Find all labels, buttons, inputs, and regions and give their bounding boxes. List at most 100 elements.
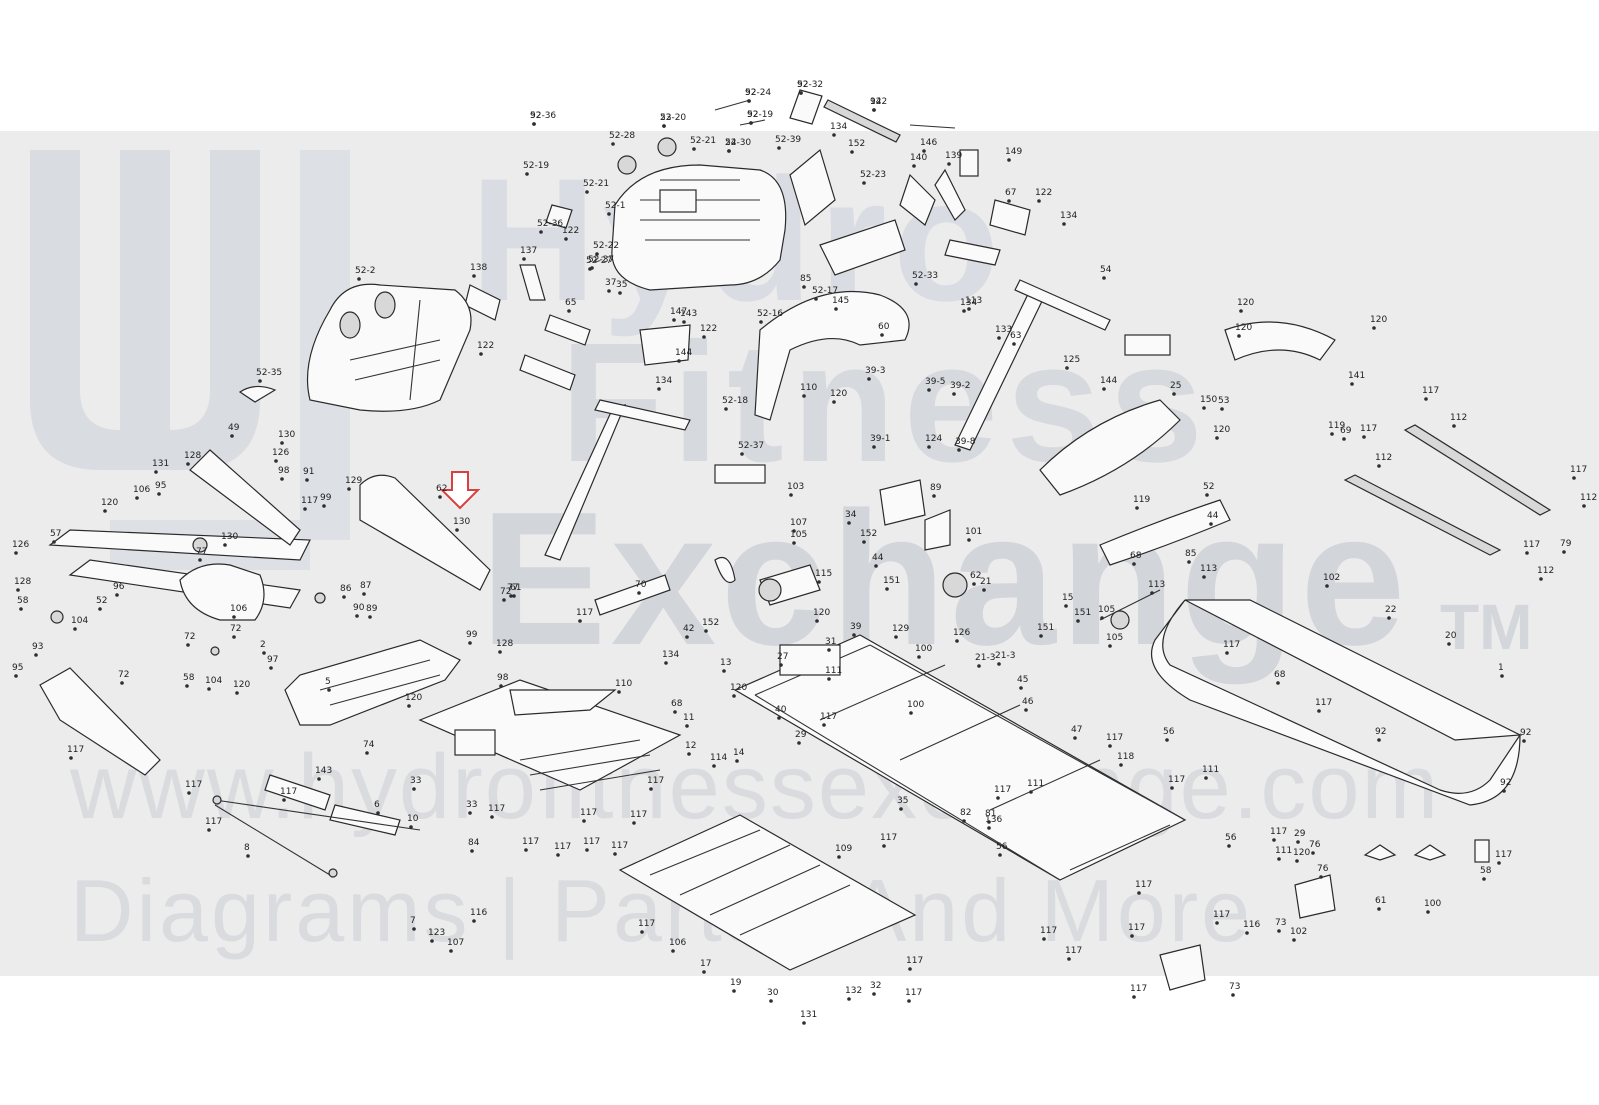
part-label: 32 [870,981,881,991]
part-leader-dot [834,307,838,311]
part-leader-dot [1132,562,1136,566]
part-leader-dot [347,487,351,491]
part-leader-dot [799,91,803,95]
part-leader-dot [1227,844,1231,848]
part-leader-dot [822,723,826,727]
part-label: 1 [1498,663,1504,673]
part-leader-dot [1076,619,1080,623]
part-label: 52-23 [860,170,886,180]
part-label: 49 [228,423,240,433]
part-label: 35 [897,796,908,806]
part-leader-dot [585,848,589,852]
part-leader-dot [1245,931,1249,935]
part-label: 77 [507,583,518,593]
part-leader-dot [1202,575,1206,579]
part-leader-dot [867,377,871,381]
part-leader-dot [103,509,107,513]
part-leader-dot [685,635,689,639]
part-label: 27 [777,652,788,662]
part-leader-dot [1108,744,1112,748]
part-leader-dot [797,741,801,745]
part-label: 11 [683,713,694,723]
part-label: 101 [965,527,982,537]
part-leader-dot [524,848,528,852]
part-leader-dot [682,320,686,324]
part-leader-dot [305,478,309,482]
part-leader-dot [115,593,119,597]
part-leader-dot [1277,857,1281,861]
part-label: 106 [230,604,247,614]
part-leader-dot [468,641,472,645]
part-leader-dot [532,122,536,126]
console-assembly [545,89,979,366]
part-leader-dot [998,853,1002,857]
part-label: 128 [14,577,31,587]
part-label: 17 [700,959,711,969]
part-leader-dot [852,633,856,637]
part-leader-dot [1317,709,1321,713]
part-label: 47 [1071,725,1082,735]
part-leader-dot [412,787,416,791]
part-label: 68 [671,699,683,709]
part-label: 39 [850,622,862,632]
part-leader-dot [611,142,615,146]
part-label: 52-19 [747,110,773,120]
part-leader-dot [1132,995,1136,999]
part-leader-dot [376,811,380,815]
part-leader-dot [732,989,736,993]
part-leader-dot [1231,993,1235,997]
part-label: 92 [530,111,541,121]
part-leader-dot [232,635,236,639]
part-leader-dot [365,751,369,755]
part-label: 52 [96,596,107,606]
part-label: 113 [1148,580,1165,590]
part-leader-dot [1377,907,1381,911]
part-leader-dot [556,853,560,857]
part-label: 13 [720,658,731,668]
part-leader-dot [468,811,472,815]
part-leader-dot [882,844,886,848]
part-label: 29 [795,730,807,740]
part-label: 120 [101,498,118,508]
part-leader-dot [1187,560,1191,564]
part-leader-dot [258,379,262,383]
part-label: 44 [872,553,884,563]
part-leader-dot [280,477,284,481]
part-label: 117 [1168,775,1185,785]
part-leader-dot [274,459,278,463]
part-label: 52-21 [690,136,716,146]
part-label: 62 [436,484,447,494]
part-label: 120 [730,683,747,693]
upright-assembly [464,199,1111,561]
part-leader-dot [899,807,903,811]
part-label: 150 [1200,395,1217,405]
part-label: 52-19 [523,161,549,171]
part-leader-dot [1372,326,1376,330]
part-label: 143 [680,309,697,319]
part-leader-dot [16,588,20,592]
part-label: 40 [775,705,787,715]
part-label: 107 [790,518,807,528]
part-label: 112 [1580,493,1597,503]
part-leader-dot [409,825,413,829]
part-label: 58 [17,596,29,606]
part-leader-dot [246,854,250,858]
part-leader-dot [802,394,806,398]
part-label: 117 [1315,698,1332,708]
part-leader-dot [1572,476,1576,480]
part-leader-dot [1325,584,1329,588]
part-leader-dot [1277,929,1281,933]
part-label: 120 [405,693,422,703]
part-label: 76 [1317,864,1329,874]
part-label: 109 [835,844,852,854]
part-label: 110 [800,383,817,393]
part-label: 69 [1340,426,1352,436]
part-leader-dot [671,949,675,953]
part-label: 63 [1010,331,1021,341]
part-leader-dot [470,849,474,853]
part-label: 105 [790,530,807,540]
part-leader-dot [847,997,851,1001]
part-leader-dot [303,507,307,511]
part-label: 30 [767,988,779,998]
